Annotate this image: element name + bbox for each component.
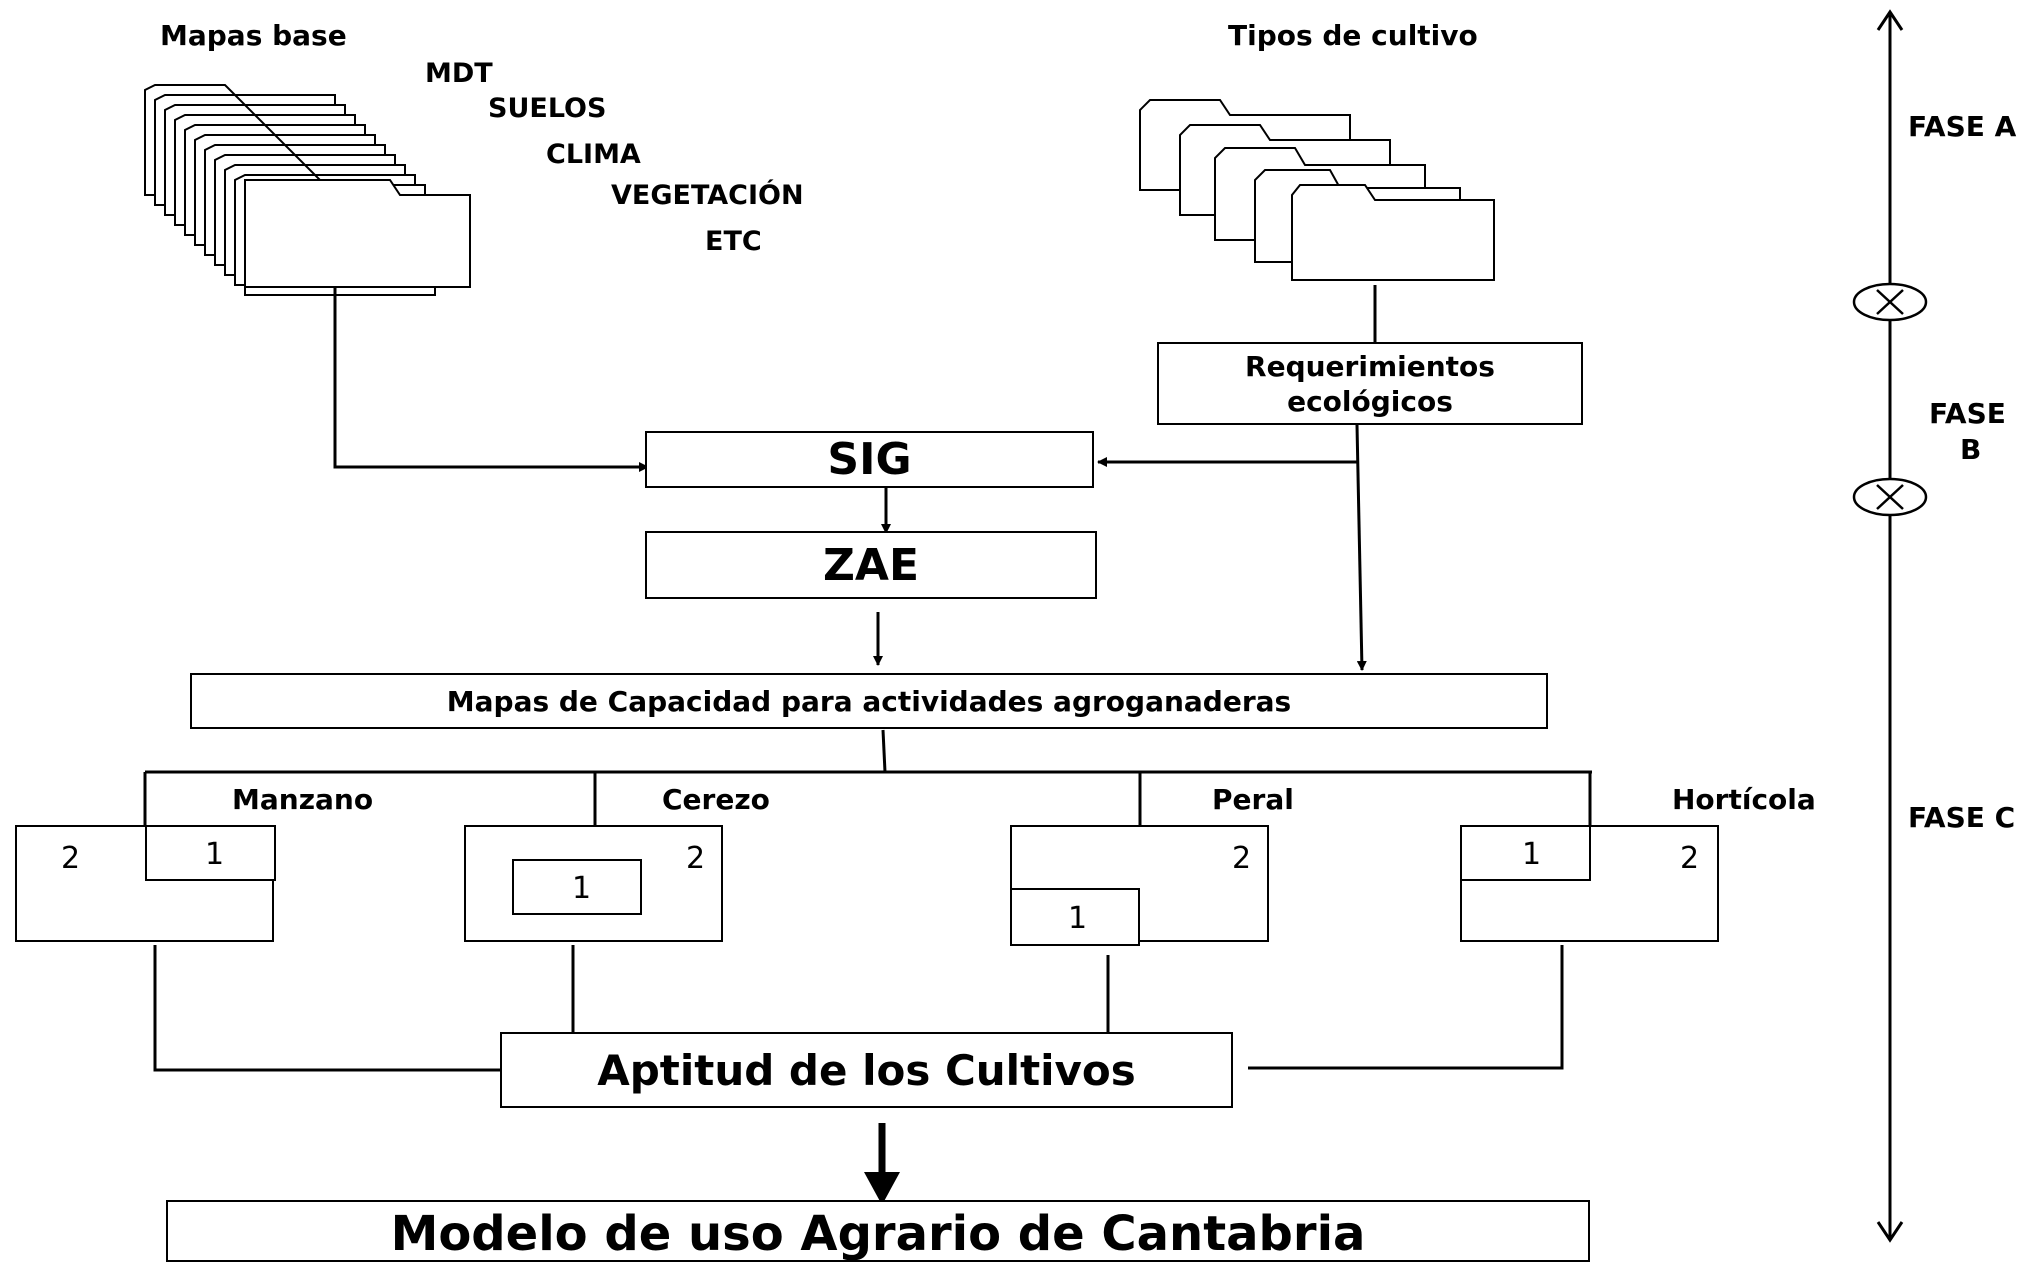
- model-label: Modelo de uso Agrario de Cantabria: [390, 1206, 1366, 1262]
- crop-aptitude-label: Aptitud de los Cultivos: [597, 1045, 1136, 1095]
- crop-map-cerezo: 2 1: [464, 825, 723, 942]
- zae-label: ZAE: [822, 539, 919, 591]
- crop-map-peral: 2 1: [1010, 825, 1269, 946]
- zone-1-area: 1: [145, 825, 276, 881]
- aptitude-to-model-arrow: [864, 1123, 900, 1205]
- layer-suelos: SUELOS: [488, 93, 607, 124]
- layer-clima: CLIMA: [546, 139, 641, 170]
- zone-1-area: 1: [512, 859, 642, 915]
- ecological-requirements-label: Requerimientos ecológicos: [1245, 349, 1495, 418]
- zone-1-area: 1: [1460, 825, 1591, 881]
- zae-box: ZAE: [645, 531, 1097, 599]
- crop-types-folder-stack: [1139, 99, 1495, 281]
- zone-2-label: 2: [61, 841, 81, 876]
- zone-1-label: 1: [205, 837, 225, 872]
- crop-aptitude-box: Aptitud de los Cultivos: [500, 1032, 1233, 1108]
- layer-vegetacion: VEGETACIÓN: [611, 180, 804, 211]
- base-maps-folder-stack: [144, 84, 471, 296]
- phase-b-label-line1: FASE: [1929, 397, 2006, 430]
- phase-timeline: [1876, 9, 1904, 1243]
- phase-separator-icon: [1852, 282, 1928, 517]
- sig-box: SIG: [645, 431, 1094, 488]
- crop-name-cerezo: Cerezo: [662, 783, 770, 816]
- crop-name-horticola: Hortícola: [1672, 783, 1816, 816]
- model-box: Modelo de uso Agrario de Cantabria: [166, 1200, 1590, 1262]
- crop-map-horticola: 2 1: [1460, 825, 1719, 942]
- zone-2-label: 2: [1232, 841, 1252, 876]
- crop-name-peral: Peral: [1212, 783, 1294, 816]
- ecological-requirements-box: Requerimientos ecológicos: [1157, 342, 1583, 425]
- crop-name-manzano: Manzano: [232, 783, 374, 816]
- zone-1-label: 1: [1522, 837, 1542, 872]
- zone-2-label: 2: [1680, 841, 1700, 876]
- crop-map-manzano: 2 1: [15, 825, 276, 942]
- zone-1-area: 1: [1010, 888, 1140, 946]
- phase-b-label-line2: B: [1960, 433, 1982, 466]
- base-maps-title: Mapas base: [160, 19, 347, 52]
- zone-2-label: 2: [686, 841, 706, 876]
- phase-c-label: FASE C: [1908, 801, 2016, 834]
- capacity-maps-label: Mapas de Capacidad para actividades agro…: [446, 684, 1292, 718]
- capacity-maps-box: Mapas de Capacidad para actividades agro…: [190, 673, 1548, 729]
- zone-1-label: 1: [572, 871, 592, 906]
- phase-a-label: FASE A: [1908, 110, 2017, 143]
- sig-label: SIG: [827, 434, 912, 485]
- crop-types-title: Tipos de cultivo: [1228, 19, 1478, 52]
- layer-mdt: MDT: [425, 58, 493, 89]
- layer-etc: ETC: [705, 226, 762, 257]
- zone-1-label: 1: [1068, 901, 1088, 936]
